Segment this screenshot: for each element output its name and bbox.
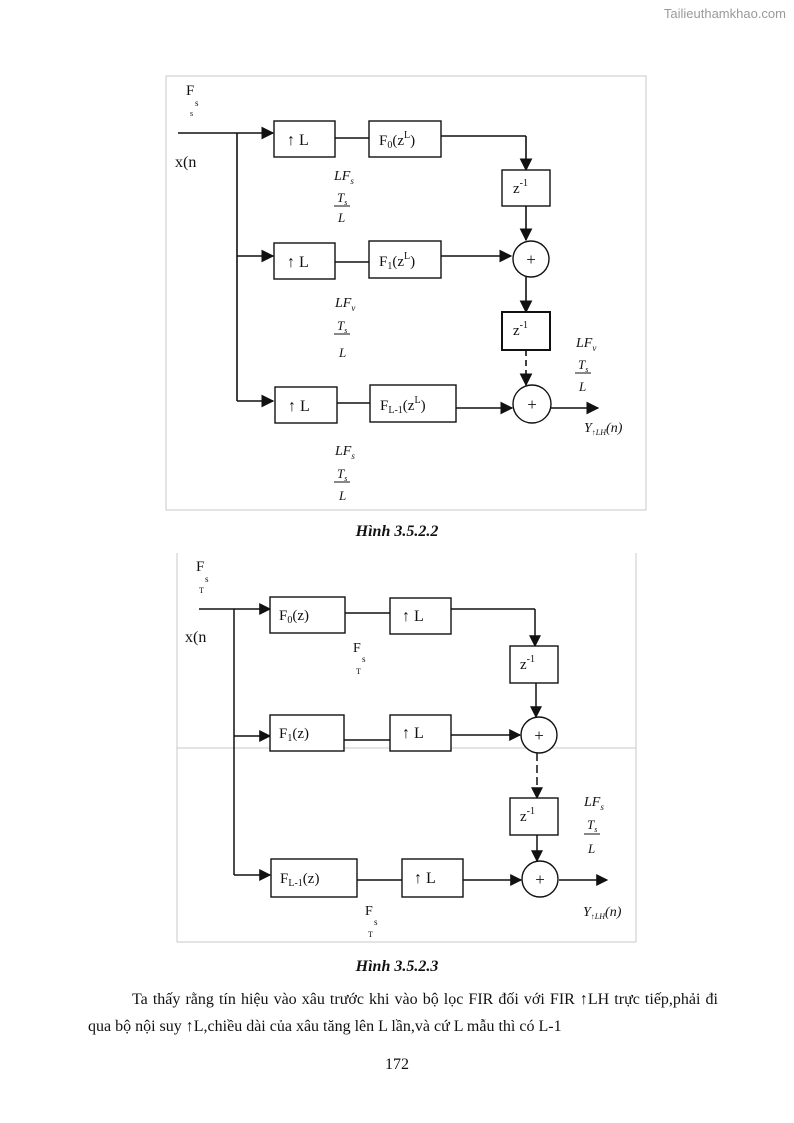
fig1-rate-label-2: LFs Ts L: [334, 444, 355, 503]
watermark: Tailieuthamkhao.com: [663, 6, 786, 21]
svg-text:↑ L: ↑ L: [287, 254, 309, 271]
svg-text:F: F: [365, 904, 373, 919]
fig1-wiring: [178, 126, 600, 415]
svg-text:F: F: [353, 641, 361, 656]
svg-text:z-1: z-1: [513, 178, 528, 197]
fig1-output-label: Y↑LH(n): [584, 421, 623, 437]
fig1-adder-1: +: [512, 384, 552, 424]
svg-text:L: L: [338, 488, 346, 503]
svg-text:s: s: [362, 654, 366, 664]
svg-text:+: +: [534, 726, 544, 745]
svg-text:F1(zL): F1(zL): [379, 251, 415, 272]
svg-text:L: L: [587, 841, 595, 856]
fig2-output-label: Y↑LH(n): [583, 905, 622, 921]
fig2-upsampler-2: ↑ L: [401, 858, 464, 898]
fig2-rate-label-out: LFs Ts L: [583, 795, 604, 856]
fig2-upsampler-1: ↑ L: [389, 714, 452, 752]
svg-text:F0(z): F0(z): [279, 608, 309, 626]
fig1-rate-label-0: LFs Ts L: [333, 169, 354, 225]
fig2-rate-label-1: F s T: [365, 904, 378, 939]
svg-text:LFs: LFs: [333, 169, 354, 186]
fig2-input-label: x(n: [185, 629, 206, 646]
fig2-upsampler-0: ↑ L: [389, 597, 452, 635]
fig1-adder-0: +: [512, 240, 550, 278]
svg-text:z-1: z-1: [513, 320, 528, 339]
svg-text:F1(z): F1(z): [279, 726, 309, 744]
fig2-delay-0: z-1: [509, 645, 559, 684]
figure-1-caption: Hình 3.5.2.2: [355, 523, 439, 540]
svg-text:T: T: [356, 667, 361, 676]
svg-text:↑ L: ↑ L: [288, 398, 310, 415]
fig1-filter-1: F1(zL): [368, 240, 442, 279]
svg-text:Ts: Ts: [587, 817, 597, 834]
svg-text:+: +: [535, 870, 545, 889]
svg-text:s: s: [374, 917, 378, 927]
svg-text:L: L: [578, 379, 586, 394]
fig2-adder-1: +: [521, 860, 559, 898]
fig1-delay-0: z-1: [501, 169, 551, 207]
fig2-adder-0: +: [520, 716, 558, 754]
svg-text:↑ L: ↑ L: [402, 608, 424, 625]
fig1-rate-label-1: LFv Ts L: [334, 296, 355, 360]
fig1-upsampler-1: ↑ L: [273, 242, 336, 280]
svg-text:LFv: LFv: [575, 336, 596, 353]
fig2-fs-sub: s: [205, 574, 209, 584]
svg-text:L: L: [337, 210, 345, 225]
body-paragraph-text: Ta thấy rằng tín hiệu vào xâu trước khi …: [88, 991, 718, 1035]
fig2-filter-0: F0(z): [269, 596, 346, 634]
svg-text:LFv: LFv: [334, 296, 355, 313]
fig2-rate-label-0: F s T: [353, 641, 366, 676]
fig1-delay-1: z-1: [501, 311, 551, 351]
svg-text:↑ L: ↑ L: [287, 132, 309, 149]
svg-text:Ts: Ts: [578, 357, 588, 374]
fig2-wiring: [199, 603, 609, 886]
svg-text:Ts: Ts: [337, 466, 347, 483]
fig2-fs-label: F: [196, 559, 204, 575]
fig1-fs-label: F: [186, 83, 194, 99]
page-number: 172: [385, 1056, 409, 1073]
svg-text:+: +: [527, 395, 537, 414]
body-paragraph: Ta thấy rằng tín hiệu vào xâu trước khi …: [88, 986, 718, 1040]
fig1-input-label: x(n: [175, 154, 196, 171]
fig2-fs-sub2: T: [199, 586, 204, 595]
svg-text:Ts: Ts: [337, 190, 347, 207]
svg-text:↑ L: ↑ L: [402, 725, 424, 742]
figure-2-block-diagram: F s T x(n F0(z) F1(z) FL-1(z) ↑: [176, 553, 637, 943]
fig1-upsampler-2: ↑ L: [274, 386, 338, 424]
svg-text:F0(zL): F0(zL): [379, 130, 415, 151]
figure-2-caption: Hình 3.5.2.3: [355, 958, 439, 975]
svg-text:Ts: Ts: [337, 318, 347, 335]
figure-1-block-diagram: F s s x(n ↑ L ↑ L ↑ L F0: [165, 75, 647, 511]
fig2-filter-1: F1(z): [269, 714, 345, 752]
svg-text:L: L: [338, 345, 346, 360]
svg-text:FL-1(zL): FL-1(zL): [380, 395, 426, 416]
svg-text:LFs: LFs: [334, 444, 355, 461]
fig1-filter-L-1: FL-1(zL): [369, 384, 457, 423]
fig2-filter-L-1: FL-1(z): [270, 858, 358, 898]
svg-text:z-1: z-1: [520, 654, 535, 673]
fig1-filter-0: F0(zL): [368, 120, 442, 158]
svg-text:LFs: LFs: [583, 795, 604, 812]
fig1-upsampler-0: ↑ L: [273, 120, 336, 158]
svg-text:+: +: [526, 250, 536, 269]
fig1-rate-label-out: LFv Ts L: [575, 336, 596, 394]
svg-text:↑ L: ↑ L: [414, 870, 436, 887]
svg-text:z-1: z-1: [520, 806, 535, 825]
fig2-delay-1: z-1: [509, 797, 559, 836]
fig1-fs-sub2: s: [190, 109, 193, 118]
svg-text:T: T: [368, 930, 373, 939]
figure-1-frame: [165, 75, 647, 511]
svg-text:FL-1(z): FL-1(z): [280, 871, 319, 889]
fig1-fs-sub: s: [195, 98, 199, 108]
